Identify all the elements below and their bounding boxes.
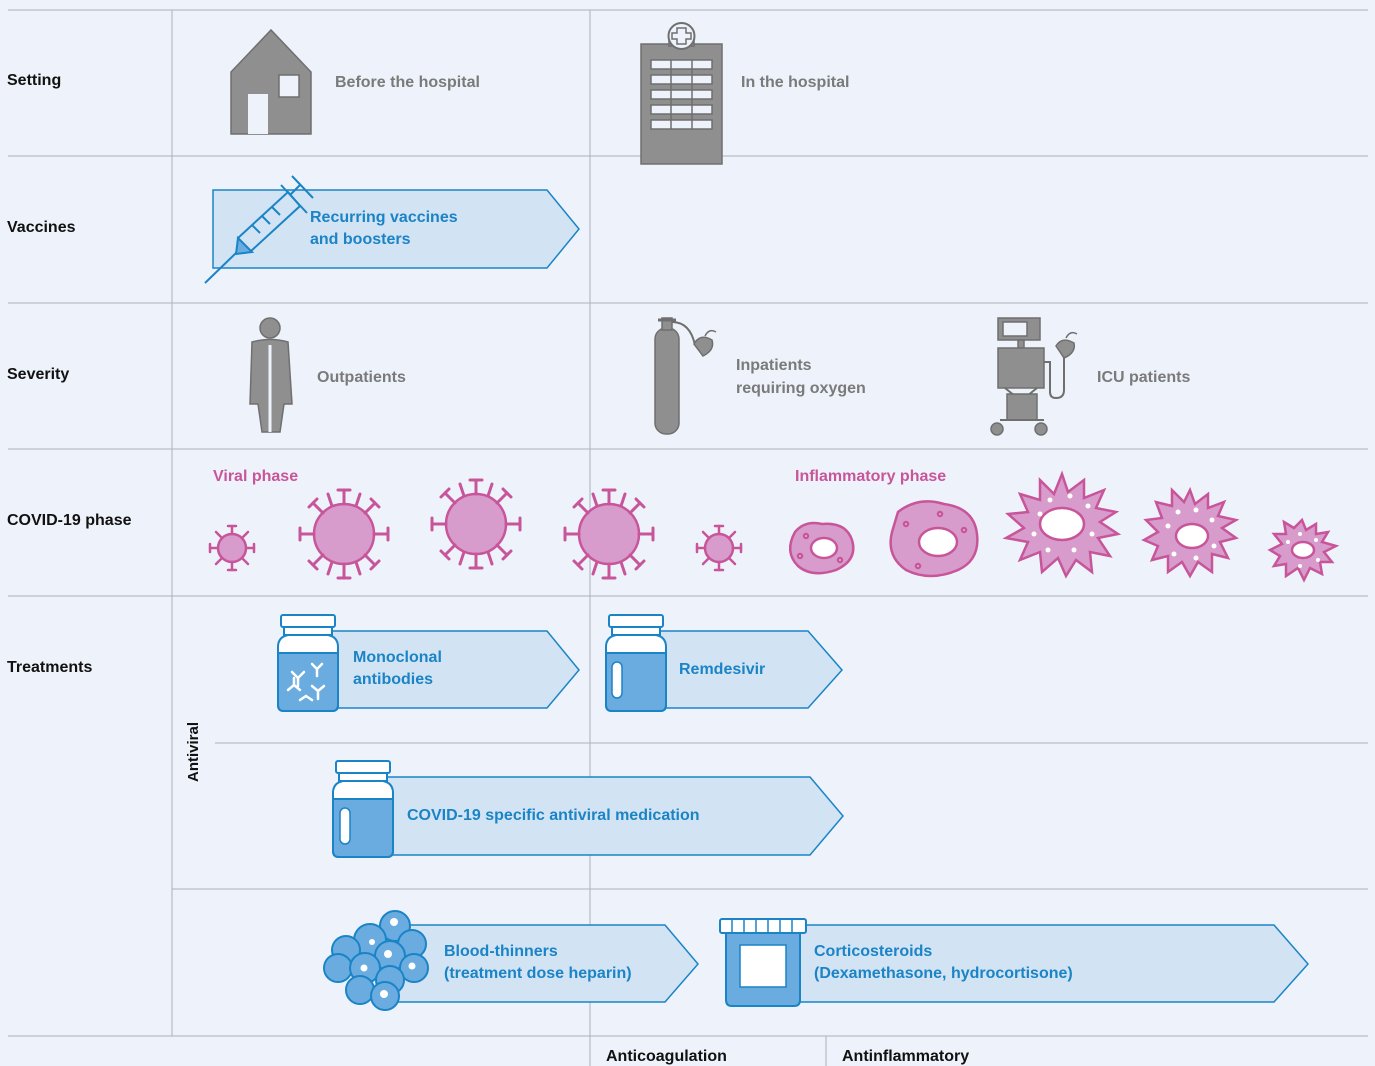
- inflammatory-cell-icon: [889, 500, 979, 578]
- oxygen-tank-icon: [654, 317, 717, 435]
- antibody-glyphs: [286, 662, 326, 702]
- grid-lines: [8, 9, 1368, 1066]
- monoclonal-line1: Monoclonal: [353, 649, 442, 666]
- vaccines-text: Recurring vaccines and boosters: [310, 207, 458, 251]
- setting-before-label: Before the hospital: [335, 74, 480, 91]
- house-icon: [230, 28, 312, 135]
- vial-label: [611, 661, 623, 699]
- antiviral-vertical-label: Antiviral: [185, 721, 202, 782]
- monoclonal-arrow: [309, 630, 580, 709]
- inflammatory-cell-icon: [789, 521, 855, 575]
- inflammatory-phase-label: Inflammatory phase: [795, 468, 947, 485]
- inpatients-label: Inpatients requiring oxygen: [736, 354, 866, 400]
- monoclonal-line2: antibodies: [353, 671, 434, 688]
- inflammatory-cell-icon: [1141, 486, 1240, 579]
- row-label-severity: Severity: [7, 366, 70, 383]
- inpatients-line2: requiring oxygen: [736, 380, 866, 397]
- bloodthinner-line2: (treatment dose heparin): [444, 965, 632, 982]
- row-label-phase: COVID-19 phase: [7, 512, 132, 529]
- vaccines-line2: and boosters: [310, 231, 411, 248]
- corticosteroid-line2: (Dexamethasone, hydrocortisone): [814, 965, 1073, 982]
- vial-label: [339, 807, 351, 845]
- viral-phase-viruses: [208, 478, 743, 580]
- setting-in-label: In the hospital: [741, 74, 850, 91]
- virus-icon: [430, 478, 522, 570]
- virus-icon: [563, 488, 655, 580]
- inflammatory-cell-icon: [1002, 470, 1122, 579]
- bloodthinner-text: Blood-thinners (treatment dose heparin): [444, 941, 632, 985]
- virus-icon: [695, 524, 743, 572]
- row-label-setting: Setting: [7, 72, 62, 89]
- vaccines-line1: Recurring vaccines: [310, 209, 458, 226]
- row-label-vaccines: Vaccines: [7, 219, 76, 236]
- remdesivir-text: Remdesivir: [679, 661, 766, 678]
- corticosteroid-line1: Corticosteroids: [814, 943, 933, 960]
- person-icon: [249, 317, 293, 433]
- footer-antiinflammatory: Antinflammatory: [842, 1048, 970, 1065]
- virus-icon: [298, 488, 390, 580]
- bloodthinner-line1: Blood-thinners: [444, 943, 558, 960]
- corticosteroid-text: Corticosteroids (Dexamethasone, hydrocor…: [814, 941, 1073, 985]
- syringe-icon: [204, 175, 314, 284]
- inflammatory-cells: [789, 470, 1340, 583]
- blood-cells-icon: [323, 910, 429, 1011]
- row-label-treatments: Treatments: [7, 659, 93, 676]
- virus-icon: [208, 524, 256, 572]
- inpatients-line1: Inpatients: [736, 357, 812, 374]
- footer-anticoagulation: Anticoagulation: [606, 1048, 727, 1065]
- hospital-icon: [640, 22, 723, 165]
- icu-ventilator-icon: [990, 317, 1078, 436]
- pill-jar-icon: [719, 918, 807, 1007]
- antiviral-med-text: COVID-19 specific antiviral medication: [407, 807, 700, 824]
- icu-label: ICU patients: [1097, 369, 1191, 386]
- inflammatory-cell-icon: [1267, 517, 1340, 583]
- viral-phase-label: Viral phase: [213, 468, 299, 485]
- monoclonal-text: Monoclonal antibodies: [353, 647, 442, 691]
- outpatients-label: Outpatients: [317, 369, 406, 386]
